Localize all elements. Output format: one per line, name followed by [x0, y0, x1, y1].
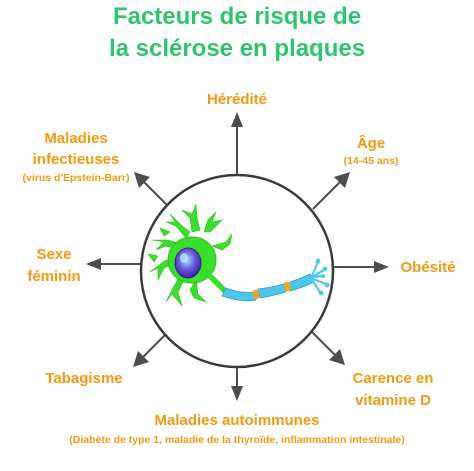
factor-sexe-line2: féminin [27, 268, 80, 285]
title-line-2: la sclérose en plaques [109, 35, 365, 62]
factor-autoimmunes: Maladies autoimmunes [154, 412, 319, 429]
factor-infectieuses-detail: (virus d'Epstein-Barr) [23, 172, 130, 184]
title-line-1: Facteurs de risque de [113, 3, 361, 30]
factor-autoimmunes-detail: (Diabète de type 1, maladie de la thyroï… [69, 434, 405, 446]
factor-infectieuses-line2: infectieuses [33, 151, 120, 168]
factor-heredite: Hérédité [207, 91, 267, 108]
factor-infectieuses-line1: Maladies [44, 130, 107, 147]
factor-age: Âge [357, 134, 385, 152]
factor-obesite: Obésité [400, 259, 455, 276]
factor-carence-line1: Carence en [353, 370, 434, 387]
factor-tabagisme: Tabagisme [45, 370, 122, 387]
arrow-icon-group [86, 112, 389, 401]
factor-sexe-line1: Sexe [36, 246, 71, 263]
factor-age-detail: (14-45 ans) [344, 155, 399, 167]
factor-carence-line2: vitamine D [355, 392, 431, 409]
nucleus-shape [174, 247, 202, 279]
neuron-illustration [147, 203, 330, 307]
central-circle [139, 173, 335, 369]
